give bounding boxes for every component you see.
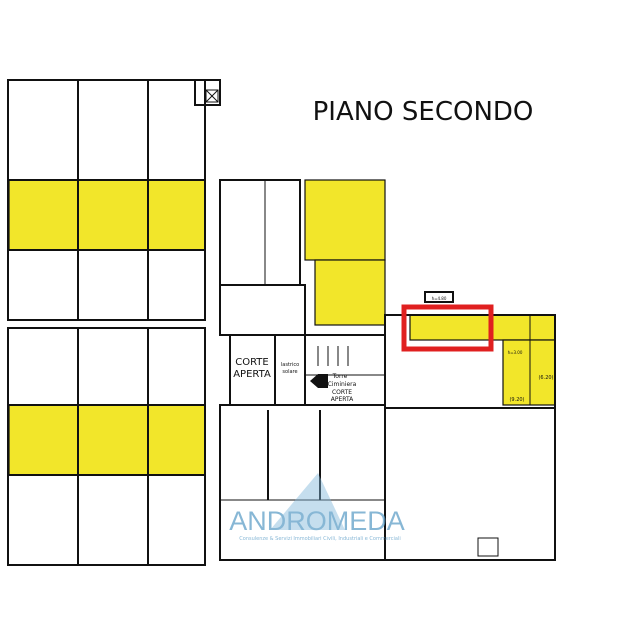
corte-aperta-label: CORTE xyxy=(235,357,269,368)
yellow-unit xyxy=(502,339,556,406)
yellow-unit xyxy=(314,259,386,326)
corte-aperta-label-2: APERTA xyxy=(233,369,271,380)
yellow-unit xyxy=(77,404,149,476)
yellow-unit xyxy=(8,404,79,476)
page-title: PIANO SECONDO xyxy=(313,97,534,127)
yellow-unit xyxy=(8,179,79,251)
yellow-unit xyxy=(147,179,206,251)
middle-block xyxy=(219,179,386,561)
selected-unit-highlight xyxy=(401,304,494,352)
level-label-2: (9.20) xyxy=(509,397,524,403)
corte-aperta-small-label: CORTE xyxy=(332,389,352,396)
yellow-unit xyxy=(304,179,386,261)
height-label-2: h=3.00 xyxy=(508,350,523,355)
slope-arrows-icon xyxy=(317,346,349,366)
height-label: h=4.80 xyxy=(432,296,447,301)
right-block xyxy=(384,291,556,561)
lastrico-label: lastrico xyxy=(281,362,299,368)
level-label: (6.20) xyxy=(538,375,553,381)
yellow-unit xyxy=(409,314,556,341)
logo-tagline: Consulenze & Servizi Immobiliari Civili,… xyxy=(239,536,400,542)
yellow-unit xyxy=(147,404,206,476)
stair-icon xyxy=(205,89,219,103)
corte-aperta-small-label-2: APERTA xyxy=(331,396,354,403)
lastrico-label-2: solare xyxy=(282,369,297,375)
torre-label: Torre xyxy=(332,373,348,380)
chimney-icon xyxy=(310,374,328,388)
left-block xyxy=(7,79,221,566)
andromeda-logo: ANDROMEDA Consulenze & Servizi Immobilia… xyxy=(229,473,405,542)
torre-label-2: Ciminiera xyxy=(328,381,357,388)
yellow-unit xyxy=(77,179,149,251)
logo-text: ANDROMEDA xyxy=(229,506,405,536)
